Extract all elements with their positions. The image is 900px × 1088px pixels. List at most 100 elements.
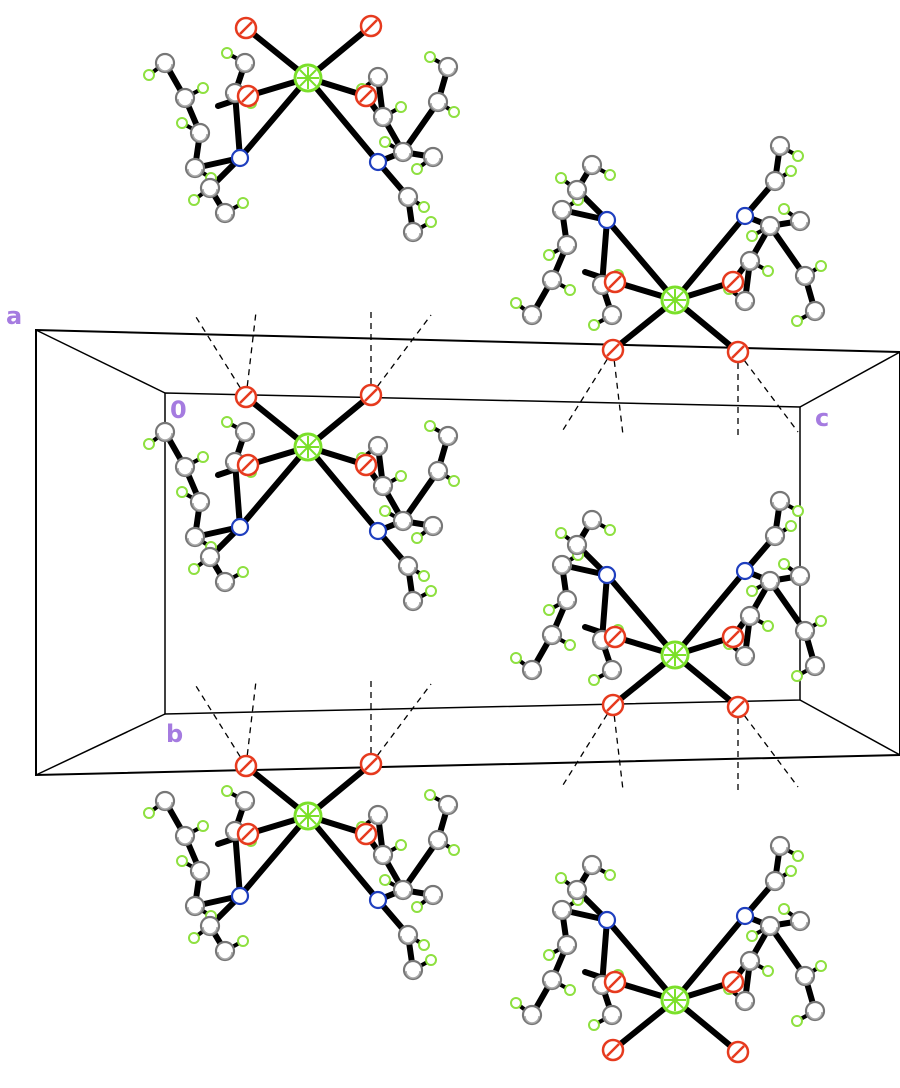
carbon-atom: [154, 52, 176, 74]
carbon-atom: [541, 969, 563, 991]
bond: [604, 217, 678, 303]
copper-atom-hatch: [664, 989, 686, 1011]
carbon-atom: [759, 915, 781, 937]
oxygen-atom-hatch: [364, 19, 378, 33]
oxygen-atom-hatch: [606, 698, 620, 712]
hydrogen-atom: [176, 486, 188, 498]
oxygen-atom-hatch: [241, 827, 255, 841]
hydrogen-atom: [143, 69, 155, 81]
carbon-atom: [392, 510, 414, 532]
hydrogen-atom: [604, 169, 616, 181]
carbon-atom: [739, 250, 761, 272]
hydrogen-atom: [762, 265, 774, 277]
carbon-atom: [437, 56, 459, 78]
carbon-atom-shade: [370, 815, 386, 824]
bond: [232, 90, 243, 161]
hydrogen-atom: [815, 960, 827, 972]
axis-label-origin: 0: [170, 396, 187, 424]
carbon-atom: [372, 106, 394, 128]
carbon-atom-shade: [792, 576, 808, 585]
hydrogen-atom: [176, 855, 188, 867]
carbon-atom-shade: [370, 77, 386, 86]
carbon-atom-shade: [584, 865, 600, 874]
cell-edge: [35, 329, 166, 394]
carbon-atom-shade: [772, 501, 788, 510]
carbon-atom-shade: [554, 210, 570, 219]
carbon-atom: [581, 154, 603, 176]
carbon-atom-shade: [569, 545, 585, 554]
hydrogen-bond: [562, 704, 614, 786]
bond: [232, 459, 243, 530]
carbon-atom-shade: [797, 631, 813, 640]
carbon-atom: [804, 655, 826, 677]
hydrogen-atom: [418, 570, 430, 582]
carbon-atom-shade: [604, 670, 620, 679]
hydrogen-atom: [510, 652, 522, 664]
nitrogen-atom: [735, 206, 755, 226]
carbon-atom: [541, 624, 563, 646]
carbon-atom-shade: [792, 221, 808, 230]
carbon-atom: [402, 959, 424, 981]
carbon-atom-shade: [544, 980, 560, 989]
hydrogen-bond: [245, 311, 257, 398]
carbon-atom: [422, 884, 444, 906]
bond: [400, 468, 441, 524]
oxygen-atom-hatch: [731, 700, 745, 714]
carbon-atom: [422, 515, 444, 537]
carbon-atom: [551, 199, 573, 221]
hydrogen-atom: [510, 997, 522, 1009]
carbon-atom: [764, 870, 786, 892]
hydrogen-atom: [395, 839, 407, 851]
carbon-atom-shade: [440, 805, 456, 814]
hydrogen-atom: [792, 505, 804, 517]
carbon-atom: [521, 1004, 543, 1026]
carbon-atom: [184, 526, 206, 548]
carbon-atom-shade: [217, 951, 233, 960]
hydrogen-atom: [785, 865, 797, 877]
hydrogen-atom: [555, 172, 567, 184]
carbon-atom-shade: [559, 600, 575, 609]
hydrogen-atom: [791, 1015, 803, 1027]
cell-edge: [799, 351, 900, 408]
hydrogen-atom: [418, 939, 430, 951]
hydrogen-bond: [370, 314, 432, 396]
oxygen-atom-hatch: [359, 827, 373, 841]
oxygen-atom-hatch: [608, 275, 622, 289]
carbon-atom-shade: [554, 565, 570, 574]
carbon-atom-shade: [792, 921, 808, 930]
carbon-atom: [372, 844, 394, 866]
carbon-atom-shade: [237, 63, 253, 72]
carbon-atom: [437, 794, 459, 816]
hydrogen-atom: [543, 249, 555, 261]
hydrogen-atom: [221, 47, 233, 59]
hydrogen-atom: [197, 82, 209, 94]
nitrogen-atom: [368, 152, 388, 172]
carbon-atom-shade: [807, 1011, 823, 1020]
carbon-atom: [566, 879, 588, 901]
hydrogen-atom: [543, 949, 555, 961]
carbon-atom-shade: [187, 168, 203, 177]
oxygen-atom-hatch: [359, 89, 373, 103]
nitrogen-atom: [368, 521, 388, 541]
hydrogen-atom: [237, 566, 249, 578]
carbon-atom: [184, 895, 206, 917]
carbon-atom: [601, 304, 623, 326]
carbon-atom: [581, 854, 603, 876]
nitrogen-atom: [735, 561, 755, 581]
hydrogen-bond: [370, 683, 432, 765]
nitrogen-atom: [230, 517, 250, 537]
carbon-atom: [422, 146, 444, 168]
carbon-atom: [214, 571, 236, 593]
carbon-atom-shade: [569, 190, 585, 199]
carbon-atom-shade: [772, 146, 788, 155]
carbon-atom-shade: [544, 280, 560, 289]
hydrogen-atom: [564, 639, 576, 651]
carbon-atom-shade: [202, 926, 218, 935]
carbon-atom: [427, 460, 449, 482]
hydrogen-atom: [762, 965, 774, 977]
carbon-atom: [601, 659, 623, 681]
carbon-atom: [367, 435, 389, 457]
hydrogen-atom: [411, 901, 423, 913]
carbon-atom: [397, 555, 419, 577]
axis-label-b: b: [166, 720, 184, 748]
